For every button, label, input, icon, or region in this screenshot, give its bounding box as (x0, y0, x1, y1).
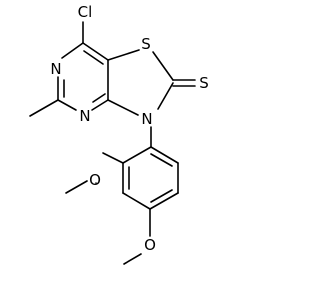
bond-c2-n-ring (157, 82, 174, 110)
bond-ar-4-5-inner (150, 189, 173, 203)
atom-labels: Cl N S S N N O O (50, 3, 208, 254)
atom-n-bottom: N (79, 107, 90, 125)
bond-ar-6-1 (150, 146, 179, 164)
atom-o-upper: O (89, 171, 101, 189)
bond-ar-3-4 (122, 192, 151, 210)
bond-n-ring-c3a (107, 99, 139, 116)
bond-c7-n-top (61, 42, 84, 59)
bond-n-bottom-c3a-inner (92, 93, 106, 103)
bond-ar-o-upper (102, 152, 124, 164)
atom-cl: Cl (78, 3, 93, 21)
atom-s-ring: S (141, 35, 151, 53)
structure-canvas: Cl N S S N N O O (29, 3, 209, 265)
atom-n-top: N (50, 60, 61, 78)
bond-ar-4-5 (149, 192, 179, 210)
bond-c5-methyl (29, 99, 59, 117)
atom-o-lower: O (144, 236, 156, 254)
bond-ar-1-2 (122, 146, 152, 164)
bond-o-upper-methyl (65, 180, 88, 194)
bond-c7-c7a (82, 42, 109, 61)
chemical-structure: Cl N S S N N O O (29, 3, 209, 265)
bond-c7-c7a-inner (83, 50, 104, 65)
bond-o-lower-methyl (123, 253, 142, 265)
bond-lines (29, 21, 196, 265)
bond-ar-6-1-inner (150, 153, 173, 167)
bond-s-ring-c2 (152, 51, 174, 81)
atom-s-thione: S (199, 74, 209, 92)
bond-c7a-s-ring (107, 49, 140, 61)
atom-n-ring: N (141, 110, 152, 128)
bond-c5-n-bottom (57, 99, 77, 111)
bond-n-bottom-c3a (91, 99, 109, 111)
